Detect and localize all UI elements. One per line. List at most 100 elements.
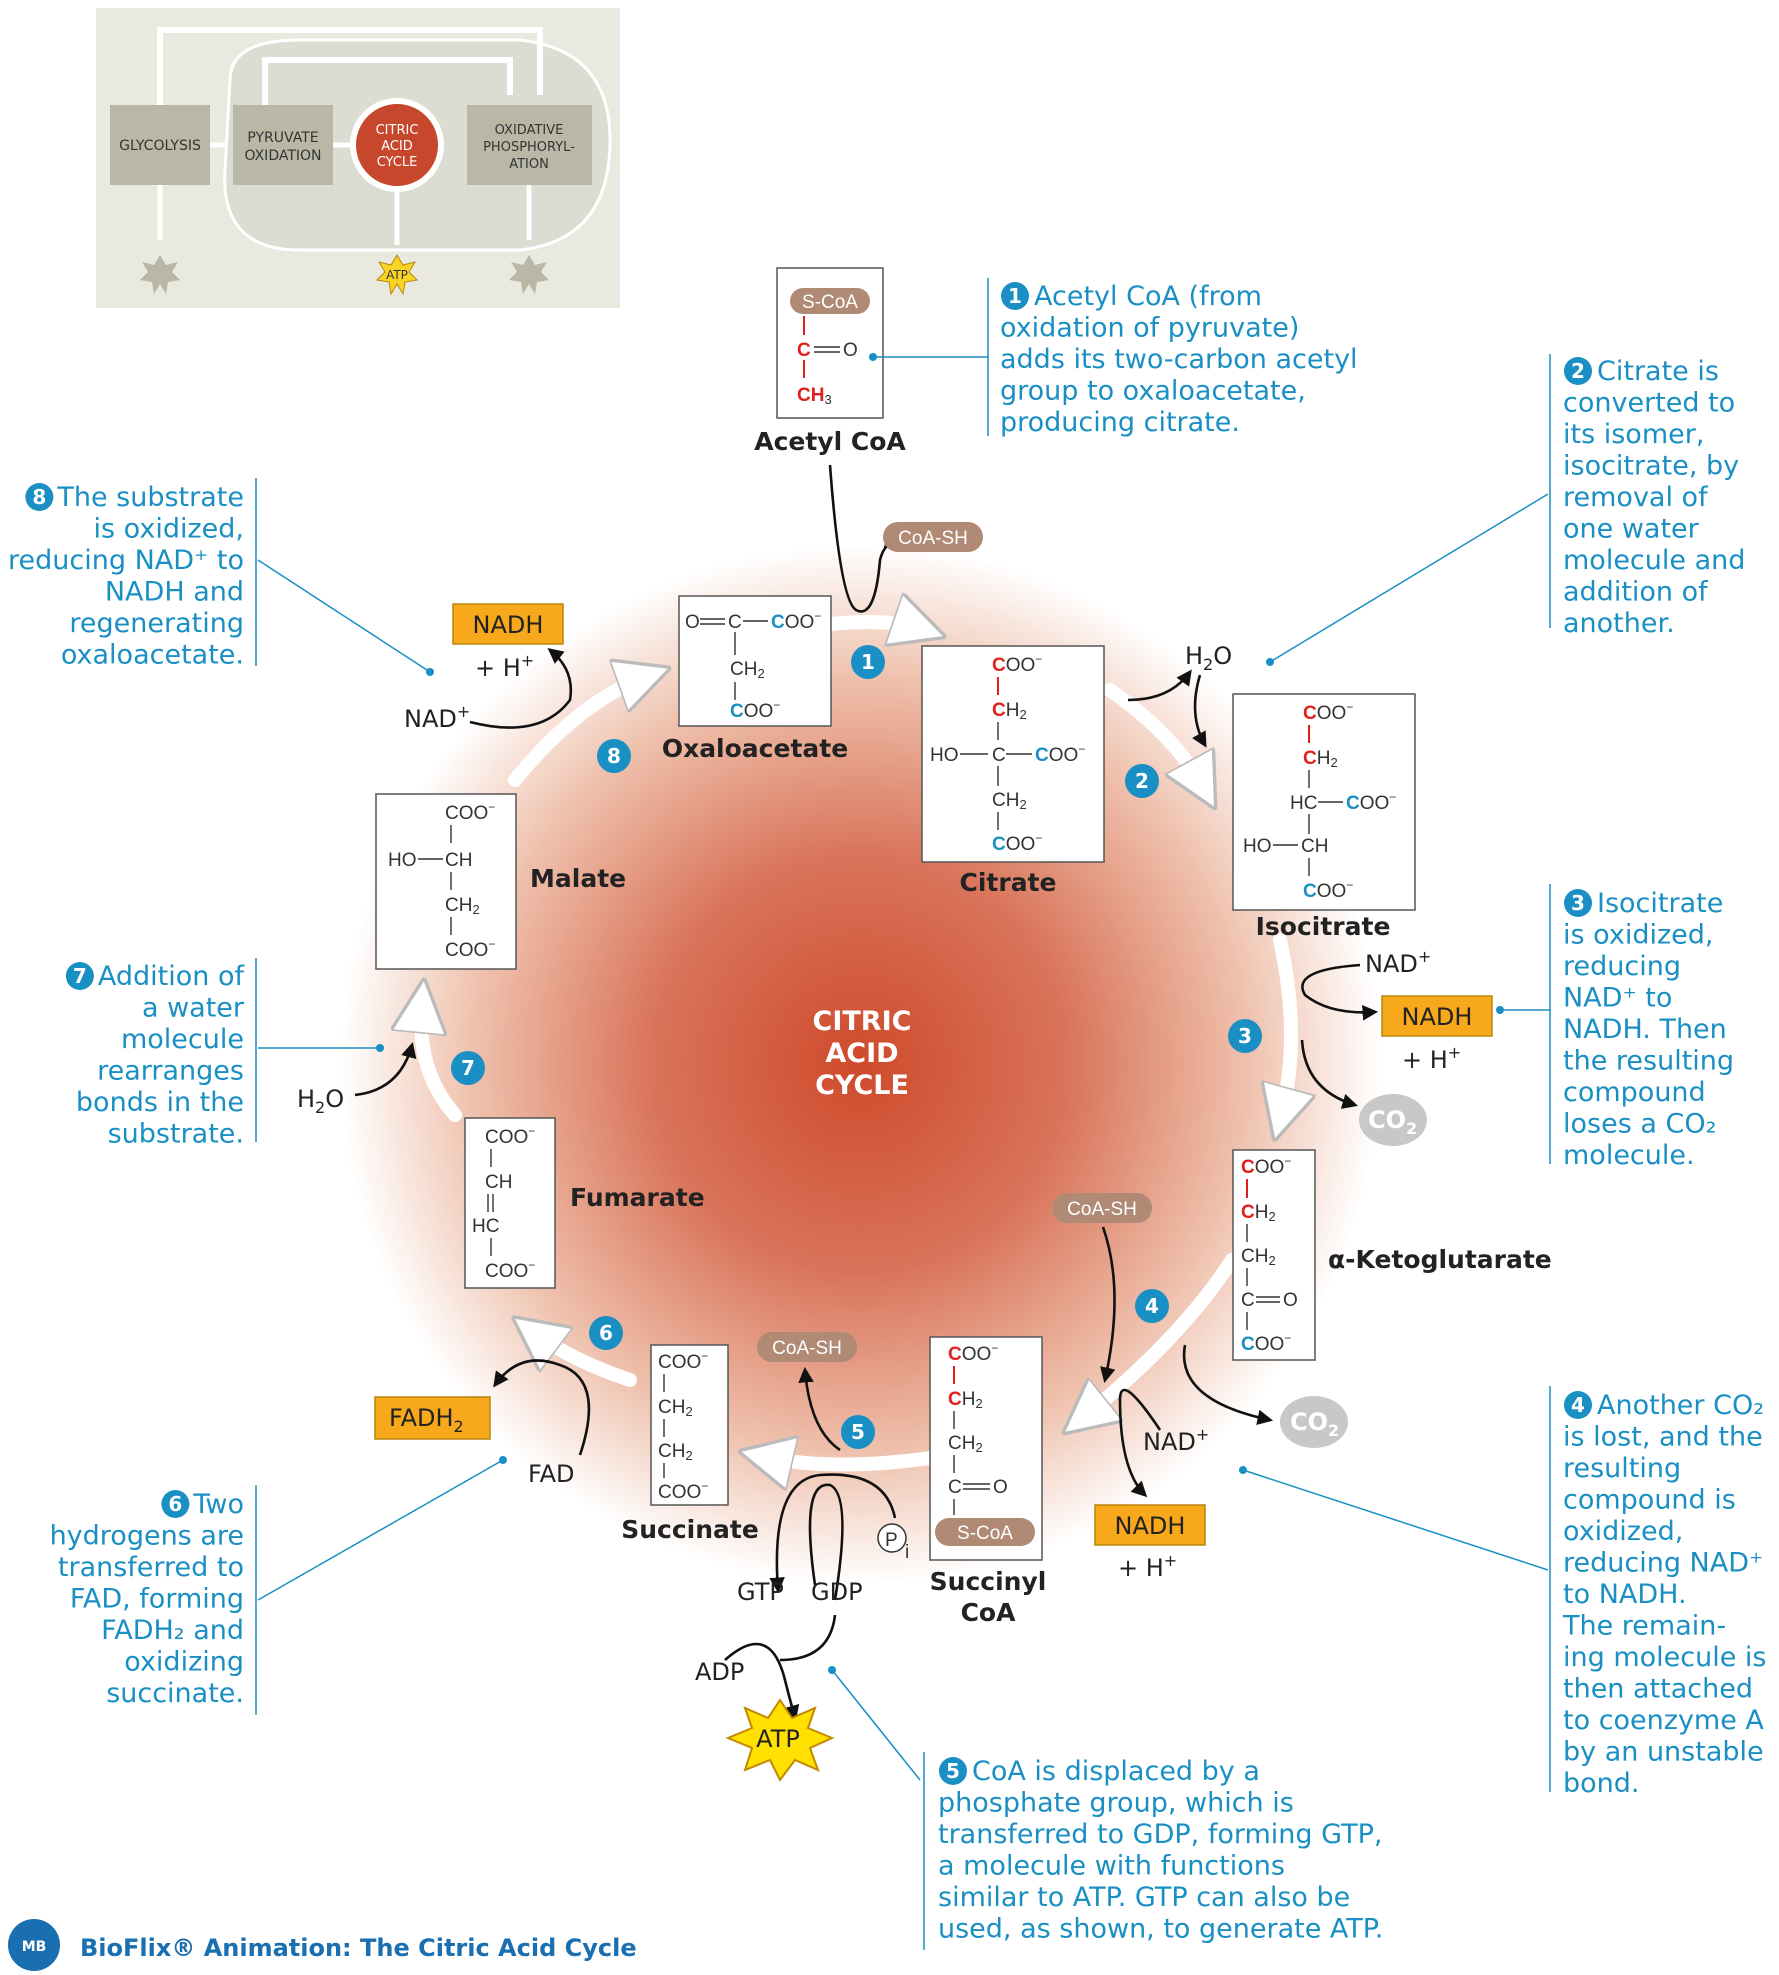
acetyl-scoa-label: S-CoA: [802, 292, 858, 313]
note-4-line: resulting: [1563, 1453, 1681, 1484]
overview-citric-3: CYCLE: [377, 155, 418, 170]
fad-label: FAD: [528, 1460, 575, 1488]
citrate-ho: HO: [930, 745, 959, 766]
nad-label-4: NAD: [1143, 1428, 1196, 1456]
svg-text:5: 5: [851, 1420, 865, 1444]
gdp-label: GDP: [811, 1578, 863, 1606]
svg-text:H2O: H2O: [297, 1085, 344, 1117]
note-7-line: substrate.: [108, 1119, 244, 1150]
atp-burst-icon: [509, 255, 549, 294]
note-number-5-icon: [939, 1757, 967, 1785]
akg-c: C: [1241, 1290, 1255, 1311]
note-1-line: group to oxaloacetate,: [1000, 376, 1306, 407]
note-number-6: 6: [168, 1492, 182, 1516]
svg-text:COO−: COO−: [771, 609, 821, 633]
gdp-loop: [808, 1483, 844, 1601]
atp-label: ATP: [756, 1725, 800, 1753]
note-4-line: Another CO₂: [1597, 1390, 1764, 1421]
fadh2-label: FADH: [389, 1404, 454, 1432]
citrate: COO− CH2 HO C COO− CH2 COO− Citrate: [921, 645, 1105, 897]
svg-text:CH2: CH2: [948, 1433, 983, 1455]
svg-text:COO−: COO−: [1303, 700, 1353, 724]
note-7-line: molecule: [121, 1024, 244, 1055]
svg-text:COO−: COO−: [992, 652, 1042, 676]
nadh-box-4: [1094, 1504, 1206, 1546]
note-5-line: phosphate group, which is: [938, 1788, 1294, 1819]
note-3-line: is oxidized,: [1563, 920, 1713, 951]
h2o-out-arrow: [1127, 669, 1192, 702]
center-title-3: CYCLE: [815, 1070, 909, 1101]
cycle-arrow-6: [530, 1330, 637, 1387]
note-7-line: bonds in the: [76, 1087, 244, 1118]
svg-text:COO−: COO−: [1346, 790, 1396, 814]
cycle-arrow-3: [1280, 933, 1291, 1120]
note-number-2: 2: [1571, 359, 1585, 383]
nad-arrow-8: [469, 648, 573, 729]
svg-text:CH2: CH2: [992, 700, 1027, 722]
note-8-line: NADH and: [105, 577, 244, 608]
pyruvate-label-2: OXIDATION: [244, 148, 321, 164]
succinyl-o: O: [993, 1477, 1008, 1498]
note-5-line: a molecule with functions: [938, 1851, 1285, 1882]
note-1-line: oxidation of pyruvate): [1000, 313, 1299, 344]
succinyl-label-2: CoA: [961, 1598, 1017, 1627]
atp-burst-icon: [375, 254, 419, 296]
footer-title[interactable]: BioFlix® Animation: The Citric Acid Cycl…: [80, 1934, 637, 1962]
svg-text:CH2: CH2: [1241, 1246, 1276, 1268]
coa-sh-arrow-4: [1100, 1226, 1116, 1384]
cycle-arrow-8: [508, 675, 650, 787]
step-2-marker: 2: [1125, 764, 1159, 798]
coa-sh-label-5: CoA-SH: [772, 1338, 842, 1359]
step-6-marker: 6: [589, 1316, 623, 1350]
coa-sh-pill-5: [757, 1332, 857, 1362]
fad-arrow: [493, 1359, 591, 1456]
succinate-label: Succinate: [621, 1515, 759, 1544]
note-4-line: by an unstable: [1563, 1737, 1764, 1768]
svg-text:CH2: CH2: [730, 659, 765, 681]
nad-arrow-3: [1301, 963, 1379, 1021]
hplus-label-4: + H: [1118, 1554, 1164, 1582]
note-4-line: ing molecule is: [1563, 1642, 1767, 1673]
note-number-2-icon: [1564, 357, 1592, 385]
bioflix-badge-icon: [8, 1919, 60, 1971]
acetyl-oxygen: O: [843, 340, 858, 361]
h2o-in-arrow: [1192, 674, 1207, 748]
note-4-line: then attached: [1563, 1674, 1753, 1705]
note-8-line: oxaloacetate.: [61, 640, 244, 671]
note-number-4-icon: [1564, 1391, 1592, 1419]
svg-text:COO−: COO−: [730, 698, 780, 722]
svg-text:CO2: CO2: [1290, 1408, 1339, 1440]
h2o-label-2: H: [1185, 642, 1203, 670]
alpha-ketoglutarate: COO− CH2 CH2 C O COO− α-Ketoglutarate: [1232, 1149, 1552, 1361]
svg-text:COO−: COO−: [1241, 1331, 1291, 1355]
fumarate-ch: CH: [485, 1172, 512, 1193]
malate-ch: CH: [445, 850, 472, 871]
svg-text:CH2: CH2: [658, 1441, 693, 1463]
step-markers: 1 2 3 4 5 6 7 8: [451, 645, 1262, 1449]
note-6-line: Two: [192, 1489, 244, 1520]
svg-text:+ H+: + H+: [475, 651, 534, 682]
note-number-8: 8: [32, 485, 46, 509]
note-4-line: oxidized,: [1563, 1516, 1683, 1547]
nadh-label-3: NADH: [1402, 1003, 1473, 1031]
hplus-label-8: + H: [475, 654, 521, 682]
note-8-line: reducing NAD⁺ to: [8, 545, 244, 576]
svg-text:COO−: COO−: [1303, 878, 1353, 902]
note-2-line: addition of: [1563, 577, 1709, 608]
note-4-line: is lost, and the: [1563, 1422, 1763, 1453]
svg-text:CO2: CO2: [1368, 1106, 1417, 1138]
svg-text:4: 4: [1145, 1294, 1159, 1318]
acetyl-arrow: [828, 464, 901, 613]
overview-atp: ATP: [386, 268, 408, 282]
acetyl-coa-label: Acetyl CoA: [754, 427, 906, 456]
isocitrate-ch: CH: [1301, 836, 1328, 857]
co2-label-4: CO: [1290, 1408, 1328, 1436]
oxalo-ch2: CH: [730, 659, 757, 680]
svg-text:NAD+: NAD+: [1365, 947, 1431, 978]
note-number-3: 3: [1571, 891, 1585, 915]
note-5-line: similar to ATP. GTP can also be: [938, 1882, 1350, 1913]
